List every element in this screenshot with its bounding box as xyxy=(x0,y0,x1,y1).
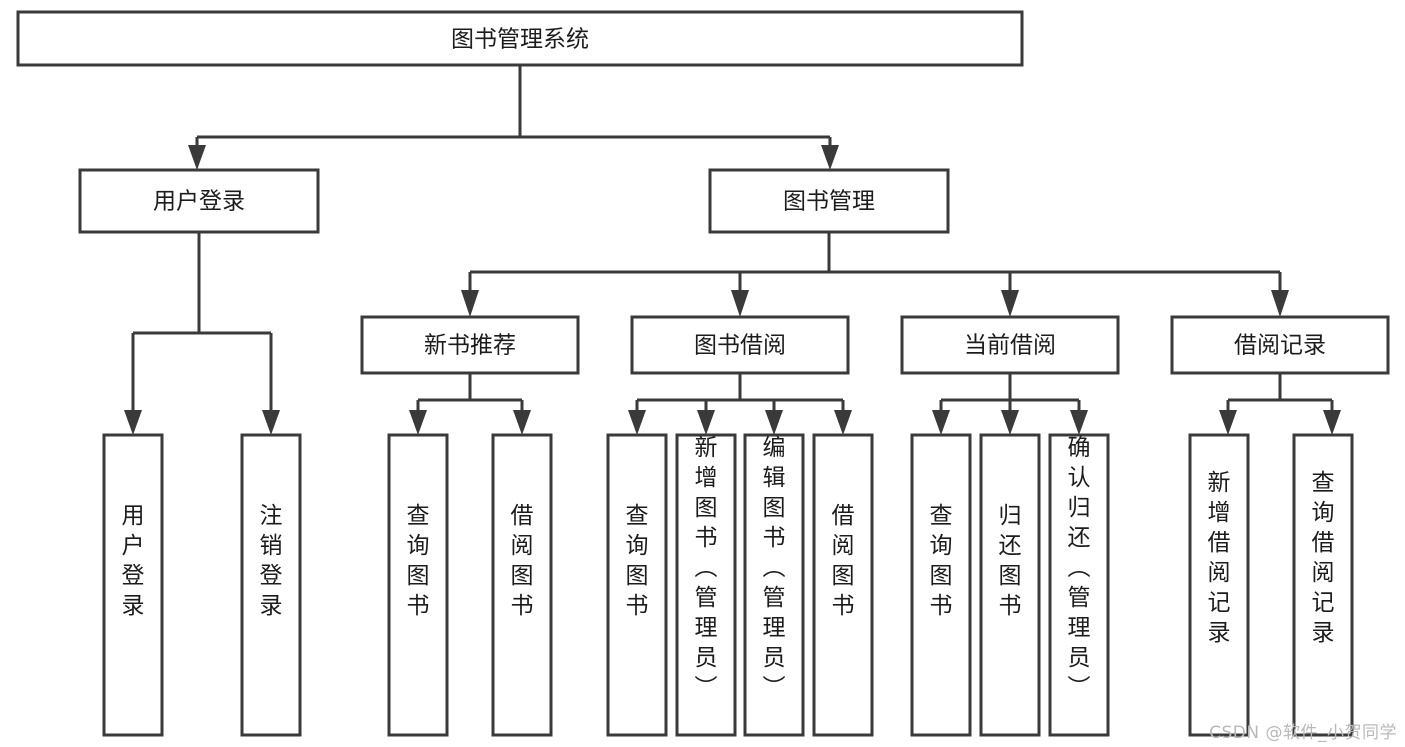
leaf-new-book-borrow[interactable]: 借阅图书 xyxy=(491,433,553,737)
node-root-system-label: 图书管理系统 xyxy=(451,27,589,53)
leaf-user-login-login-label: 用户登录 xyxy=(122,503,145,619)
node-book-borrow-label: 图书借阅 xyxy=(694,333,786,359)
leaf-user-login-login[interactable]: 用户登录 xyxy=(102,433,164,737)
leaf-record-query-record[interactable]: 查询借阅记录 xyxy=(1292,433,1354,737)
node-user-login-label: 用户登录 xyxy=(153,189,245,215)
leaf-new-book-query[interactable]: 查询图书 xyxy=(387,433,449,737)
leaf-borrow-add-book[interactable]: 新增图书︵管理员︶ xyxy=(675,433,737,737)
leaf-user-login-login-box[interactable] xyxy=(102,433,164,737)
leaf-current-confirm-return[interactable]: 确认归还︵管理员︶ xyxy=(1048,433,1110,737)
arrowhead-l3-3 xyxy=(1001,290,1019,317)
node-book-borrow-box[interactable] xyxy=(630,315,850,375)
leaf-record-query-record-label: 查询借阅记录 xyxy=(1312,470,1335,646)
arrowhead-borrow-leaf1 xyxy=(628,410,646,435)
leaf-new-book-borrow-label: 借阅图书 xyxy=(511,503,534,619)
arrowhead-borrow-leaf3 xyxy=(765,410,783,435)
arrowhead-borrow-leaf2 xyxy=(697,410,715,435)
node-current-borrow-label: 当前借阅 xyxy=(964,333,1056,359)
node-new-book-recommend[interactable]: 新书推荐 xyxy=(360,315,580,375)
leaf-user-login-logout-label: 注销登录 xyxy=(260,503,283,619)
leaf-record-add-record-label: 新增借阅记录 xyxy=(1208,470,1231,646)
node-book-management-label: 图书管理 xyxy=(783,189,875,215)
node-current-borrow[interactable]: 当前借阅 xyxy=(900,315,1120,375)
node-book-management-box[interactable] xyxy=(708,168,950,234)
arrowhead-record-leaf2 xyxy=(1323,410,1341,435)
arrowhead-current-leaf3 xyxy=(1070,410,1088,435)
node-user-login-box[interactable] xyxy=(78,168,320,234)
leaf-current-return-book-box[interactable] xyxy=(979,433,1041,737)
leaf-current-return-book-label: 归还图书 xyxy=(999,503,1022,619)
leaf-record-query-record-box[interactable] xyxy=(1292,433,1354,737)
node-borrow-record-box[interactable] xyxy=(1170,315,1390,375)
node-user-login[interactable]: 用户登录 xyxy=(78,168,320,234)
arrowhead-current-leaf1 xyxy=(932,410,950,435)
leaf-borrow-add-book-label: 新增图书︵管理员︶ xyxy=(695,435,718,701)
arrowhead-l3-1 xyxy=(461,290,479,317)
arrowhead-current-leaf2 xyxy=(1001,410,1019,435)
leaf-borrow-edit-book[interactable]: 编辑图书︵管理员︶ xyxy=(743,433,805,737)
leaf-borrow-edit-book-label: 编辑图书︵管理员︶ xyxy=(763,435,786,701)
arrowhead-l3-2 xyxy=(731,290,749,317)
leaf-borrow-edit-book-box[interactable] xyxy=(743,433,805,737)
node-borrow-record[interactable]: 借阅记录 xyxy=(1170,315,1390,375)
connectors-group xyxy=(124,65,1341,435)
node-book-borrow[interactable]: 图书借阅 xyxy=(630,315,850,375)
leaf-borrow-borrow-book-label: 借阅图书 xyxy=(832,503,855,619)
leaf-borrow-borrow-book[interactable]: 借阅图书 xyxy=(812,433,874,737)
arrowhead-root-to-login xyxy=(188,145,206,170)
node-current-borrow-box[interactable] xyxy=(900,315,1120,375)
leaf-borrow-add-book-box[interactable] xyxy=(675,433,737,737)
node-root-system[interactable]: 图书管理系统 xyxy=(16,10,1024,67)
node-book-management[interactable]: 图书管理 xyxy=(708,168,950,234)
leaf-new-book-query-box[interactable] xyxy=(387,433,449,737)
leaf-user-login-logout[interactable]: 注销登录 xyxy=(240,433,302,737)
node-borrow-record-label: 借阅记录 xyxy=(1234,333,1326,359)
csdn-watermark: CSDN @软件_小贺同学 xyxy=(1209,723,1397,743)
arrowhead-newbook-leaf1 xyxy=(409,410,427,435)
leaf-new-book-query-label: 查询图书 xyxy=(407,503,430,619)
leaf-current-confirm-return-box[interactable] xyxy=(1048,433,1110,737)
arrowhead-record-leaf1 xyxy=(1219,410,1237,435)
leaf-current-return-book[interactable]: 归还图书 xyxy=(979,433,1041,737)
leaf-current-query-book-label: 查询图书 xyxy=(930,503,953,619)
arrowhead-borrow-leaf4 xyxy=(834,410,852,435)
leaf-user-login-logout-box[interactable] xyxy=(240,433,302,737)
node-root-system-box[interactable] xyxy=(16,10,1024,67)
leaf-borrow-query-book[interactable]: 查询图书 xyxy=(606,433,668,737)
node-new-book-recommend-box[interactable] xyxy=(360,315,580,375)
leaf-record-add-record-box[interactable] xyxy=(1188,433,1250,737)
leaf-borrow-query-book-box[interactable] xyxy=(606,433,668,737)
leaf-borrow-query-book-label: 查询图书 xyxy=(626,503,649,619)
leaf-new-book-borrow-box[interactable] xyxy=(491,433,553,737)
leaf-record-add-record[interactable]: 新增借阅记录 xyxy=(1188,433,1250,737)
leaf-current-confirm-return-label: 确认归还︵管理员︶ xyxy=(1068,435,1091,701)
arrowhead-login-leaf2 xyxy=(262,410,280,435)
node-new-book-recommend-label: 新书推荐 xyxy=(424,333,516,359)
arrowhead-root-to-bookmgmt xyxy=(821,145,839,170)
arrowhead-login-leaf1 xyxy=(124,410,142,435)
arrowhead-l3-4 xyxy=(1271,290,1289,317)
leaf-borrow-borrow-book-box[interactable] xyxy=(812,433,874,737)
leaf-current-query-book[interactable]: 查询图书 xyxy=(910,433,972,737)
leaf-current-query-book-box[interactable] xyxy=(910,433,972,737)
arrowhead-newbook-leaf2 xyxy=(513,410,531,435)
